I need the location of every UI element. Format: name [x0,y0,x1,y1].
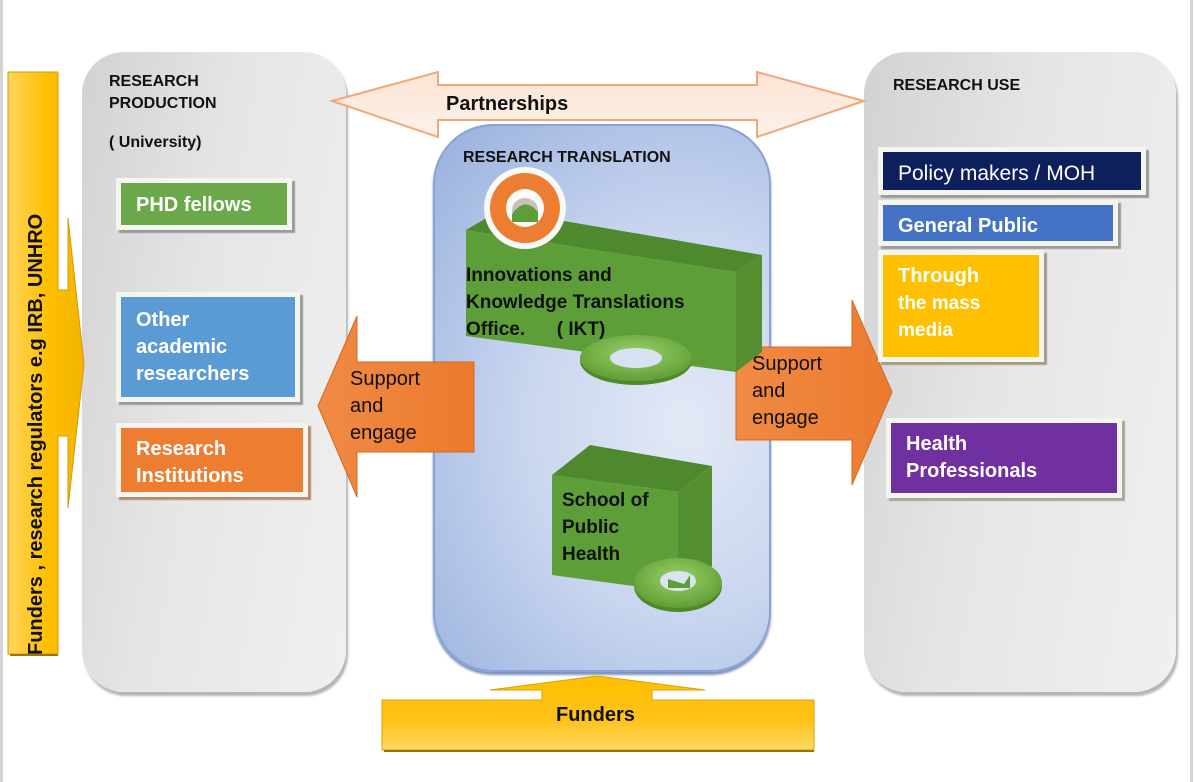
ring-icon [484,167,566,249]
box-label: media [898,320,953,341]
box-label: Policy makers / MOH [898,162,1096,185]
title-line: RESEARCH [109,73,199,90]
box-policy-makers: Policy makers / MOH [878,147,1146,195]
box-health-professionals: Health Professionals [886,418,1122,498]
ikt-label: Innovations and Knowledge Translations O… [466,262,685,343]
box-other-academic-researchers: Other academic researchers [116,292,300,402]
box-label: academic [136,336,228,358]
partnerships-label: Partnerships [446,93,569,115]
research-production-title: RESEARCH PRODUCTION [109,71,217,115]
box-label: the mass [898,293,981,314]
right-arrow-icon [735,299,893,486]
left-arrow-icon [317,315,475,498]
regulators-label: Funders , research regulators e.g IRB, U… [25,213,47,655]
arrow-label-line: engage [752,407,819,429]
box-label: Through [898,265,980,287]
page-border-left [0,0,3,782]
ring-icon [634,558,722,612]
funders-arrow [381,675,815,752]
box-label: Professionals [906,460,1038,482]
title-line: PRODUCTION [109,95,217,112]
funders-label: Funders [556,704,635,726]
school-label-line: Health [562,544,621,565]
double-headed-arrow-icon [328,70,868,139]
support-left-arrow [317,315,475,498]
box-research-institutions: Research Institutions [116,423,308,497]
school-label: School of Public Health [562,487,649,568]
box-general-public: General Public [878,200,1118,246]
page-border-right [1190,0,1193,782]
box-mass-media: Through the mass media [878,250,1044,362]
arrow-label-line: Support [752,353,823,375]
arrow-label-line: and [350,395,384,417]
research-production-subtitle: ( University) [109,134,202,151]
box-label: General Public [898,215,1039,237]
school-label-line: School of [562,490,649,511]
support-right-arrow [735,299,893,486]
box-label: Other [136,309,190,331]
box-label: Health [906,433,968,455]
school-label-line: Public [562,517,620,538]
partnerships-arrow [328,70,868,139]
regulators-arrow [7,71,85,656]
box-label: PHD fellows [136,194,252,216]
arrow-label-line: and [752,380,786,402]
support-right-label: Support and engage [752,351,822,432]
research-use-title: RESEARCH USE [893,77,1021,94]
ikt-label-line: Office. ( IKT) [466,319,606,340]
ikt-label-line: Innovations and [466,265,612,286]
box-label: researchers [136,363,250,385]
support-left-label: Support and engage [350,366,420,447]
research-translation-title: RESEARCH TRANSLATION [463,149,671,166]
box-phd-fellows: PHD fellows [116,178,292,230]
ring-icon [580,335,692,385]
arrow-label-line: Support [350,368,421,390]
ikt-label-line: Knowledge Translations [466,292,685,313]
box-label: Institutions [136,465,244,487]
box-label: Research [136,438,227,460]
arrow-label-line: engage [350,422,417,444]
